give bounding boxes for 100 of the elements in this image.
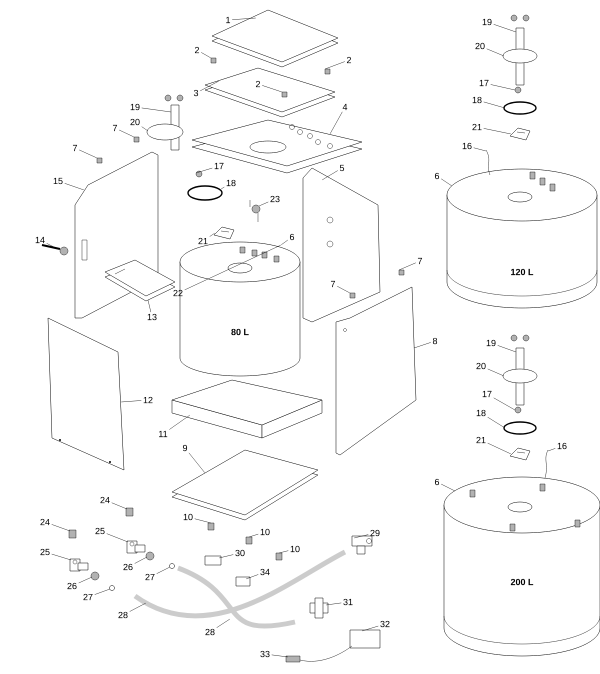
clamp-icon (510, 128, 530, 140)
elbow-icon (70, 558, 88, 572)
leader-line (279, 550, 289, 554)
key-icon (42, 244, 68, 256)
washer-icon (514, 86, 522, 94)
tank-drawing (444, 476, 600, 656)
callout-number: 19 (482, 18, 492, 26)
foot-icon (246, 536, 252, 544)
leader-line (129, 602, 146, 612)
gasket-icon (503, 101, 537, 115)
tank-drawing (446, 168, 598, 308)
callout-number: 18 (476, 410, 486, 416)
callout-number: 18 (472, 96, 482, 104)
callout-number: 19 (486, 340, 496, 346)
callout-number: 2 (194, 46, 200, 54)
leader-line (94, 588, 110, 595)
callout-number: 11 (159, 430, 168, 438)
leader-line (493, 24, 516, 32)
plate-drawing (192, 120, 362, 174)
plug-icon (286, 646, 352, 662)
callout-number: 3 (194, 90, 198, 96)
leader-line (399, 262, 416, 270)
elbow-icon (126, 540, 146, 554)
callout-number: 17 (482, 390, 492, 398)
leader-line (271, 654, 288, 658)
panel-drawing (336, 286, 416, 456)
leader-line (194, 518, 211, 524)
leader-line (118, 130, 134, 138)
leader-line (414, 342, 431, 348)
leader-line (121, 400, 142, 402)
gasket-icon (503, 421, 537, 435)
flange-icon (502, 368, 538, 384)
hose-drawing (176, 566, 296, 629)
callout-number: 33 (260, 650, 270, 658)
callout-number: 6 (434, 478, 440, 486)
callout-number: 9 (182, 444, 188, 452)
callout-number: 24 (100, 496, 110, 504)
callout-number: 7 (418, 258, 422, 264)
callout-number: 17 (480, 80, 489, 86)
leader-line (249, 534, 259, 538)
leader-line (322, 170, 338, 180)
leader-line (111, 502, 127, 510)
spring-icon (250, 200, 260, 222)
callout-number: 7 (112, 124, 118, 132)
leader-line (51, 554, 71, 560)
callout-number: 32 (380, 620, 390, 628)
callout-number: 23 (270, 196, 280, 202)
leader-line (196, 168, 213, 174)
callout-number: 24 (40, 518, 50, 526)
wire-icon (486, 150, 490, 176)
nipple-icon (68, 530, 76, 538)
leader-line (246, 574, 259, 580)
callout-number: 13 (148, 314, 157, 320)
callout-number: 1 (226, 16, 230, 24)
callout-number: 16 (462, 142, 472, 150)
leader-line (325, 61, 345, 70)
leader-line (259, 202, 269, 206)
leader-line (336, 286, 350, 294)
cover-drawing (104, 260, 176, 302)
leader-line (156, 566, 170, 574)
leader-line (440, 484, 455, 492)
screw-icon (324, 68, 330, 74)
callout-number: 2 (346, 56, 352, 64)
callout-number: 5 (340, 164, 344, 172)
leader-line (281, 240, 288, 246)
leader-line (78, 576, 92, 584)
leader-line (440, 178, 452, 186)
leader-line (262, 85, 282, 92)
leader-line (148, 300, 152, 312)
leader-line (200, 80, 219, 92)
callout-number: 12 (144, 396, 153, 404)
flange-icon (146, 124, 184, 140)
leader-line (354, 534, 369, 538)
screw-icon (134, 136, 140, 142)
foot-icon (208, 522, 214, 530)
leader-line (106, 533, 128, 542)
leader-line (473, 148, 486, 152)
wire-icon (544, 450, 548, 478)
callout-number: 28 (205, 628, 215, 636)
tray-drawing (172, 450, 318, 520)
leader-line (487, 368, 504, 376)
callout-number: 14 (36, 236, 45, 244)
callout-number: 21 (198, 238, 208, 244)
callout-number: 20 (476, 362, 486, 370)
flange-icon (502, 48, 538, 64)
nut-icon (90, 572, 100, 580)
callout-number: 17 (214, 162, 224, 170)
leader-line (209, 232, 215, 237)
callout-number: 21 (476, 436, 486, 444)
screw-icon (96, 158, 102, 164)
clamp-icon (510, 448, 530, 460)
callout-number: 10 (290, 546, 300, 552)
gasket-icon (187, 185, 223, 201)
leader-line (134, 556, 147, 564)
leader-line (493, 398, 515, 410)
leader-line (487, 416, 505, 428)
callout-number: 28 (118, 612, 128, 618)
callout-number: 16 (558, 442, 567, 450)
clamp-icon (214, 226, 234, 240)
lid-drawing (212, 10, 338, 68)
